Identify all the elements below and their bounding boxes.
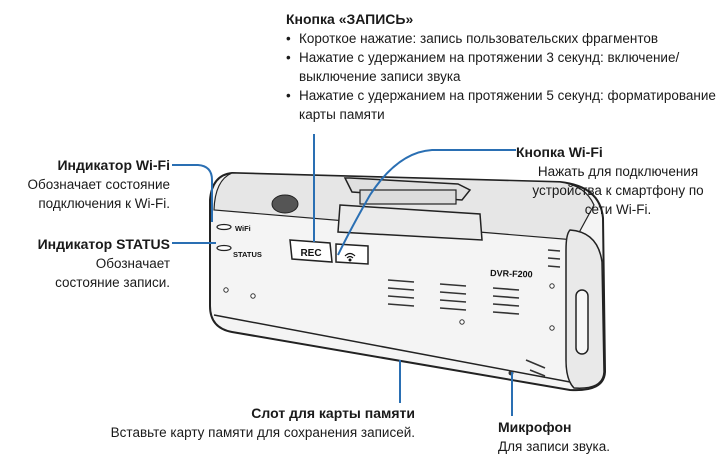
status-led bbox=[216, 244, 232, 252]
record-item-2: Нажатие с удержанием на протяжении 3 сек… bbox=[286, 48, 716, 86]
memory-slot-desc: Вставьте карту памяти для сохранения зап… bbox=[110, 425, 415, 440]
wifi-indicator-desc-2: подключения к Wi-Fi. bbox=[38, 196, 170, 211]
wifi-indicator-title: Индикатор Wi-Fi bbox=[57, 157, 170, 173]
record-button-list: Короткое нажатие: запись пользовательски… bbox=[286, 29, 716, 124]
wifi-led-label: WiFi bbox=[235, 224, 251, 233]
microphone-desc: Для записи звука. bbox=[498, 439, 610, 454]
wifi-icon bbox=[344, 252, 356, 262]
model-label: DVR-F200 bbox=[490, 268, 533, 279]
rec-button bbox=[289, 239, 333, 263]
wifi-button-desc-2: устройства к смартфону по bbox=[532, 183, 704, 198]
status-indicator-callout: Индикатор STATUS Обозначает состояние за… bbox=[0, 235, 170, 292]
memory-slot-title: Слот для карты памяти bbox=[251, 405, 415, 421]
wifi-button-callout: Кнопка Wi-Fi Нажать для подключения устр… bbox=[516, 143, 720, 219]
wifi-button-title: Кнопка Wi-Fi bbox=[516, 144, 603, 160]
record-item-1: Короткое нажатие: запись пользовательски… bbox=[286, 29, 716, 48]
leader-lines bbox=[172, 134, 516, 416]
status-indicator-desc-2: состояние записи. bbox=[55, 275, 170, 290]
vents bbox=[387, 249, 561, 377]
status-led-label: STATUS bbox=[233, 250, 262, 259]
memory-slot-callout: Слот для карты памяти Вставьте карту пам… bbox=[40, 404, 415, 442]
microphone-callout: Микрофон Для записи звука. bbox=[498, 418, 698, 456]
microphone-title: Микрофон bbox=[498, 419, 572, 435]
record-button-callout: Кнопка «ЗАПИСЬ» Короткое нажатие: запись… bbox=[286, 10, 716, 124]
record-button-title: Кнопка «ЗАПИСЬ» bbox=[286, 11, 414, 27]
wifi-indicator-desc-1: Обозначает состояние bbox=[27, 177, 171, 192]
rec-label: REC bbox=[300, 248, 321, 259]
wifi-button-desc-3: сети Wi-Fi. bbox=[584, 202, 652, 217]
status-indicator-title: Индикатор STATUS bbox=[37, 236, 170, 252]
record-item-3: Нажатие с удержанием на протяжении 5 сек… bbox=[286, 86, 716, 124]
wifi-led bbox=[216, 223, 232, 231]
status-indicator-desc-1: Обозначает bbox=[95, 256, 170, 271]
wifi-indicator-callout: Индикатор Wi-Fi Обозначает состояние под… bbox=[0, 156, 171, 213]
side-port bbox=[575, 289, 589, 355]
lens bbox=[271, 194, 299, 214]
wifi-button-desc-1: Нажать для подключения bbox=[537, 164, 699, 179]
